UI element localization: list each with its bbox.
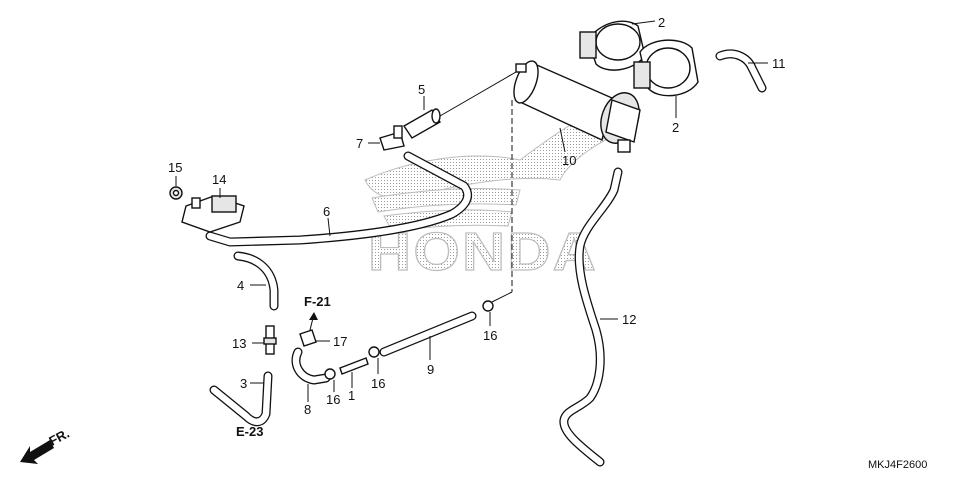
- part-14-purge-valve: [181, 188, 245, 233]
- callout-4: 4: [237, 278, 244, 293]
- part-6-hose: [205, 151, 472, 247]
- part-2-band-upper: [579, 20, 656, 71]
- drawing-code: MKJ4F2600: [868, 459, 927, 471]
- callout-6: 6: [323, 204, 330, 219]
- honda-wordmark: HONDA: [368, 222, 598, 282]
- part-1-joint: [339, 357, 369, 388]
- callout-3: 3: [240, 376, 247, 391]
- callout-15: 15: [168, 160, 182, 175]
- front-direction-marker: FR.: [20, 426, 72, 464]
- part-16-clip-c: [482, 100, 513, 326]
- callout-1: 1: [348, 388, 355, 403]
- callouts: 2 2 11 5 7 10 15 14 6 4 13 17 3 8 16 1 1…: [168, 15, 786, 417]
- ref-f21: F-21: [304, 294, 331, 309]
- callout-2-upper: 2: [658, 15, 665, 30]
- part-10-canister: [513, 60, 641, 153]
- f21-reference-arrow: [309, 312, 318, 331]
- part-11-elbow-tube: [715, 49, 768, 93]
- callout-12: 12: [622, 312, 636, 327]
- part-7-joint: [368, 125, 405, 151]
- callout-13: 13: [232, 336, 246, 351]
- part-13-joint: [252, 325, 277, 355]
- part-17-clip: [299, 329, 330, 347]
- ref-e23: E-23: [236, 424, 263, 439]
- callout-2-lower: 2: [672, 120, 679, 135]
- part-3-tube: [209, 371, 273, 427]
- callout-16-a: 16: [326, 392, 340, 407]
- part-2-band-lower: [633, 39, 699, 118]
- part-16-clip-a: [324, 368, 336, 392]
- callout-11: 11: [772, 56, 786, 71]
- part-15-nut: [169, 176, 183, 200]
- callout-7: 7: [356, 136, 363, 151]
- part-9-hose: [379, 311, 477, 360]
- part-8-hose: [291, 347, 331, 402]
- honda-wing-stripe-1: [371, 187, 521, 213]
- callout-9: 9: [427, 362, 434, 377]
- callout-10: 10: [562, 153, 576, 168]
- part-12-hose: [559, 167, 623, 467]
- front-arrow-icon: [20, 440, 54, 464]
- callout-8: 8: [304, 402, 311, 417]
- callout-16-c: 16: [483, 328, 497, 343]
- part-16-clip-b: [368, 346, 380, 374]
- part-5-collar: [403, 71, 517, 139]
- part-4-hose: [233, 251, 279, 311]
- callout-14: 14: [212, 172, 226, 187]
- callout-5: 5: [418, 82, 425, 97]
- callout-17: 17: [333, 334, 347, 349]
- callout-16-b: 16: [371, 376, 385, 391]
